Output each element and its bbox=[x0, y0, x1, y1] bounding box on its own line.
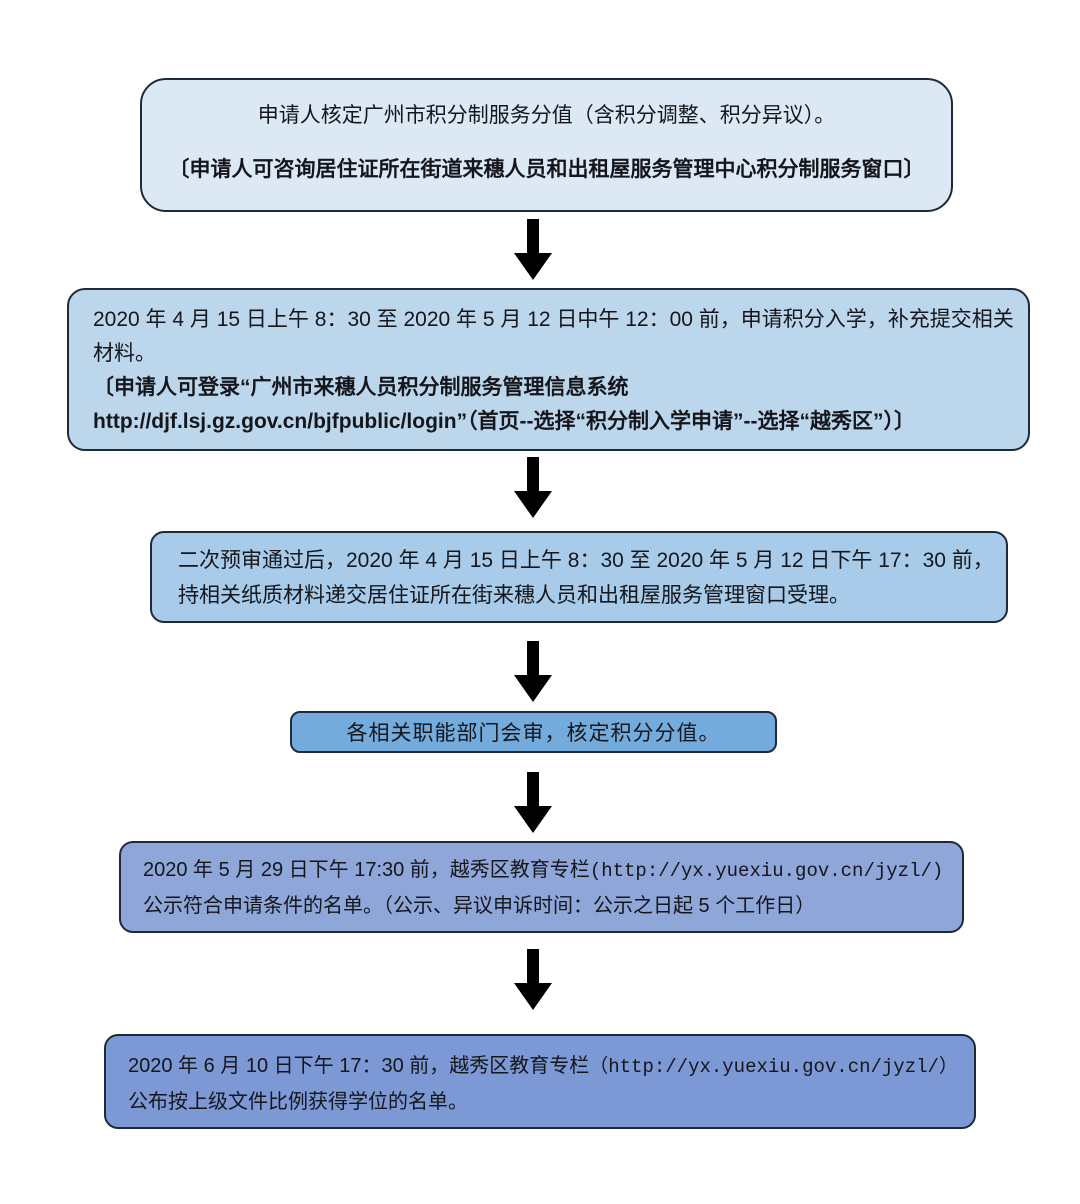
step-text-line: 材料。 bbox=[93, 342, 156, 365]
down-arrow bbox=[514, 641, 552, 702]
step-text-line: 2020 年 4 月 15 日上午 8：30 至 2020 年 5 月 12 日… bbox=[93, 308, 1014, 331]
step-text-line: 公示符合申请条件的名单。（公示、异议申诉时间：公示之日起 5 个工作日） bbox=[143, 895, 816, 917]
step-note-line: 〔申请人可登录“广州市来穗人员积分制服务管理信息系统 bbox=[93, 376, 629, 399]
flow-step-verify-points-score: 申请人核定广州市积分制服务分值（含积分调整、积分异议）。 〔申请人可咨询居住证所… bbox=[140, 78, 953, 212]
arrow-stem bbox=[527, 219, 539, 253]
step-text-line: 2020 年 5 月 29 日下午 17:30 前，越秀区教育专栏(http:/… bbox=[143, 853, 944, 889]
flow-step-publish-final-admission-list: 2020 年 6 月 10 日下午 17：30 前，越秀区教育专栏（http:/… bbox=[104, 1034, 976, 1129]
flow-step-publish-qualified-list: 2020 年 5 月 29 日下午 17:30 前，越秀区教育专栏(http:/… bbox=[119, 841, 964, 933]
down-arrow bbox=[514, 457, 552, 518]
down-arrow bbox=[514, 772, 552, 833]
arrow-stem bbox=[527, 772, 539, 806]
step-text-line: 各相关职能部门会审，核定积分分值。 bbox=[346, 722, 721, 745]
step-text-line: 2020 年 6 月 10 日下午 17：30 前，越秀区教育专栏（http:/… bbox=[128, 1049, 958, 1085]
arrow-head bbox=[514, 806, 552, 833]
step-text: 2020 年 6 月 10 日下午 17：30 前，越秀区教育专栏 bbox=[128, 1055, 590, 1077]
flow-step-online-application: 2020 年 4 月 15 日上午 8：30 至 2020 年 5 月 12 日… bbox=[67, 288, 1030, 451]
arrow-head bbox=[514, 253, 552, 280]
education-column-url: （http://yx.yuexiu.gov.cn/jyzl/） bbox=[589, 1056, 958, 1078]
step-note-line-url: http://djf.lsj.gz.gov.cn/bjfpublic/login… bbox=[93, 410, 916, 433]
flow-step-submit-paper-materials: 二次预审通过后，2020 年 4 月 15 日上午 8：30 至 2020 年 … bbox=[150, 531, 1008, 623]
step-text-line: 公布按上级文件比例获得学位的名单。 bbox=[128, 1091, 468, 1113]
step-text: 2020 年 5 月 29 日下午 17:30 前，越秀区教育专栏 bbox=[143, 859, 590, 881]
flow-step-departments-joint-review: 各相关职能部门会审，核定积分分值。 bbox=[290, 711, 777, 753]
arrow-stem bbox=[527, 457, 539, 491]
step-note-line: 〔申请人可咨询居住证所在街道来穗人员和出租屋服务管理中心积分制服务窗口〕 bbox=[168, 158, 925, 181]
arrow-stem bbox=[527, 641, 539, 675]
arrow-stem bbox=[527, 949, 539, 983]
step-text-line: 持相关纸质材料递交居住证所在街来穗人员和出租屋服务管理窗口受理。 bbox=[178, 584, 850, 607]
step-text-line: 申请人核定广州市积分制服务分值（含积分调整、积分异议）。 bbox=[257, 104, 836, 127]
step-text-line: 二次预审通过后，2020 年 4 月 15 日上午 8：30 至 2020 年 … bbox=[178, 549, 994, 572]
down-arrow bbox=[514, 219, 552, 280]
arrow-head bbox=[514, 491, 552, 518]
arrow-head bbox=[514, 983, 552, 1010]
education-column-url: (http://yx.yuexiu.gov.cn/jyzl/) bbox=[589, 860, 944, 882]
arrow-head bbox=[514, 675, 552, 702]
down-arrow bbox=[514, 949, 552, 1010]
